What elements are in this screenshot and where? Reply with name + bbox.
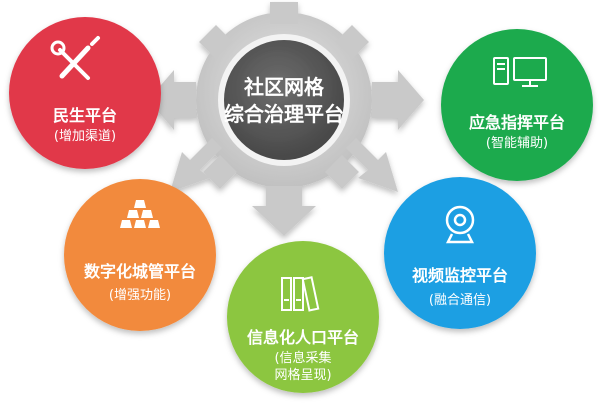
binders-icon bbox=[281, 276, 320, 312]
node-sub-renkou-2: 网格呈现) bbox=[274, 368, 332, 383]
node-sub-minsheng: (增加渠道) bbox=[53, 129, 117, 144]
node-sub-yingji: (智能辅助) bbox=[485, 136, 549, 151]
node-circle-renkou bbox=[227, 241, 379, 393]
node-circle-minsheng bbox=[9, 17, 161, 169]
node-circle-chengguan bbox=[64, 179, 216, 331]
node-sub-renkou-1: (信息采集 bbox=[274, 351, 332, 366]
node-title-shipin: 视频监控平台 bbox=[411, 266, 508, 285]
node-circle-yingji bbox=[441, 29, 593, 181]
center-title-line1: 社区网格 bbox=[244, 75, 324, 99]
tools-icon bbox=[50, 36, 100, 80]
node-title-chengguan: 数字化城管平台 bbox=[83, 262, 196, 281]
center-title: 社区网格 综合治理平台 bbox=[214, 74, 354, 128]
computer-icon bbox=[493, 57, 547, 87]
node-circle-shipin bbox=[384, 177, 536, 329]
node-sub-shipin: (融合通信) bbox=[428, 293, 492, 308]
node-title-minsheng: 民生平台 bbox=[52, 106, 117, 125]
node-sub-chengguan: (增强功能) bbox=[108, 288, 172, 303]
webcam-icon bbox=[445, 205, 475, 244]
node-title-yingji: 应急指挥平台 bbox=[468, 113, 565, 132]
blocks-icon bbox=[120, 200, 160, 228]
gear-icon bbox=[148, 2, 424, 236]
node-title-renkou: 信息化人口平台 bbox=[246, 328, 359, 347]
center-title-line2: 综合治理平台 bbox=[224, 102, 344, 126]
